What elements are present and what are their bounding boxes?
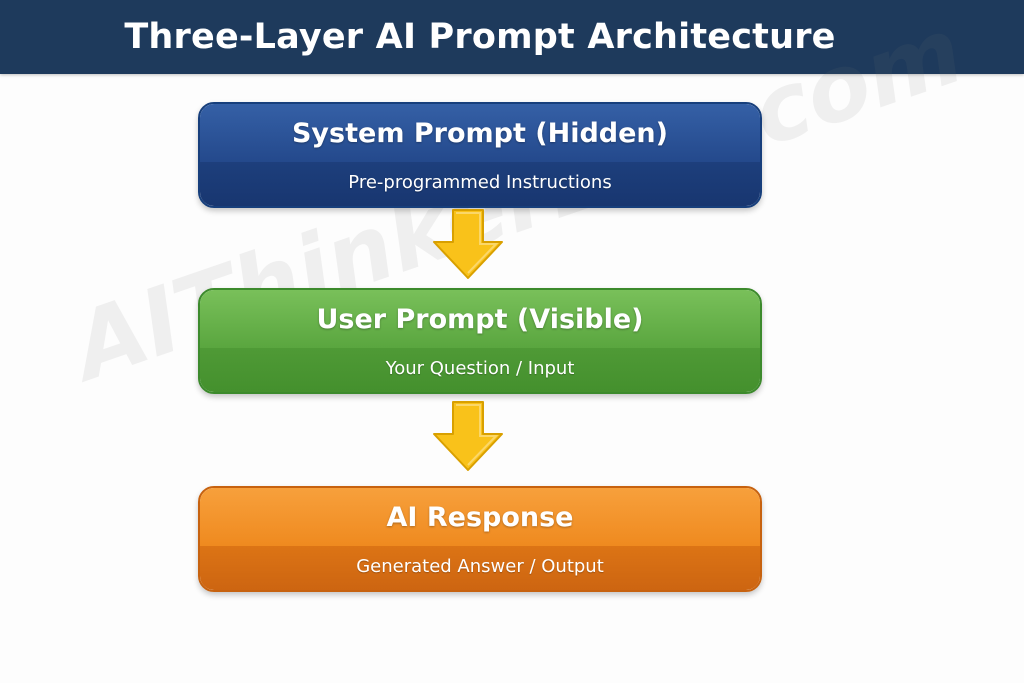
arrow-down-icon	[433, 401, 503, 471]
user-prompt-title: User Prompt (Visible)	[316, 304, 644, 335]
user-prompt-subtitle: Your Question / Input	[385, 358, 575, 379]
page-title: Three-Layer AI Prompt Architecture	[124, 17, 836, 57]
system-prompt-header	[200, 104, 760, 162]
arrow-down-icon	[433, 209, 503, 279]
system-prompt-title: System Prompt (Hidden)	[291, 118, 668, 149]
user-prompt-header	[200, 290, 760, 348]
ai-response-layer: AI Response Generated Answer / Output	[198, 486, 762, 592]
ai-response-subtitle: Generated Answer / Output	[356, 556, 604, 577]
system-prompt-footer	[200, 162, 760, 206]
user-prompt-layer: User Prompt (Visible) Your Question / In…	[198, 288, 762, 394]
system-prompt-layer: System Prompt (Hidden) Pre-programmed In…	[198, 102, 762, 208]
user-prompt-footer	[200, 348, 760, 392]
ai-response-footer	[200, 546, 760, 590]
header-bar: Three-Layer AI Prompt Architecture	[0, 0, 1024, 74]
ai-response-title: AI Response	[386, 502, 574, 533]
ai-response-header	[200, 488, 760, 546]
system-prompt-subtitle: Pre-programmed Instructions	[348, 172, 612, 193]
